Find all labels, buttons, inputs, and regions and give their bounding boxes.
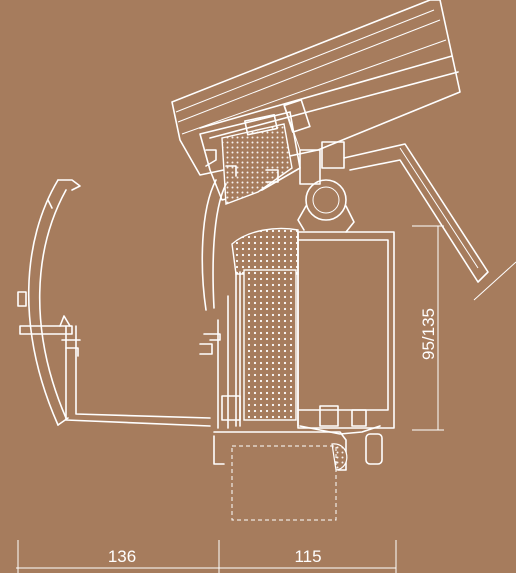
connecting-profile — [61, 325, 211, 427]
sloped-glazing — [171, 0, 461, 176]
hinge-joint — [297, 179, 355, 233]
bottom-seal — [213, 431, 383, 471]
dimension-right-label: 95/135 — [419, 308, 438, 360]
sill-outline — [231, 445, 337, 521]
dimension-bottom-left-label: 136 — [108, 547, 136, 566]
roof-flashing — [343, 143, 516, 301]
dimension-bottom — [16, 540, 397, 573]
inner-frame — [199, 179, 241, 429]
sash-frame — [297, 231, 395, 435]
outer-curved-trim — [17, 179, 81, 426]
dimension-bottom-right-label: 115 — [294, 547, 321, 566]
dimension-right — [412, 225, 444, 431]
upper-frame — [199, 111, 345, 205]
insulated-frame — [231, 227, 299, 427]
